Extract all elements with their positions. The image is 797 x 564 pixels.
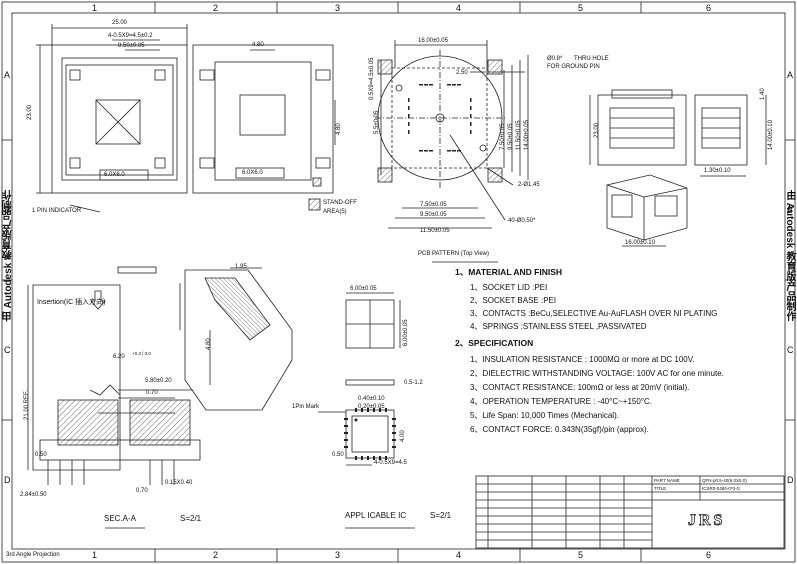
- col-label-2: 2: [213, 3, 219, 13]
- pcb-standoff: STAND-OFF: [323, 200, 357, 206]
- pcb-dim-9-50: 9.50±0.05: [420, 212, 447, 218]
- pcb-dim-v-1150: 11.50±0.05: [516, 120, 522, 150]
- spec-heading-material: 1、MATERIAL AND FINISH: [455, 267, 563, 277]
- right-watermark: 由 Autodesk 教育版产品制作: [784, 190, 795, 322]
- pcb-dim-040: 40-Ø0.50*: [508, 218, 536, 224]
- pcb-dim-16: 16.00±0.05: [418, 38, 448, 44]
- row-label-a-right: A: [787, 70, 794, 80]
- pcb-dim-7-50: 7.50±0.05: [420, 202, 447, 208]
- pcb-area: AREA(5): [323, 209, 347, 215]
- pcb-dim-11-50: 11.50±0.05: [420, 228, 450, 234]
- side-dim-1-40: 1.40: [760, 88, 766, 100]
- dim-4-80: 4.80: [252, 42, 264, 48]
- sec-dim-4-80: 4.80: [206, 338, 212, 350]
- sec-dim-21: 21.00 REF.: [24, 390, 30, 420]
- title-block-title-label: TITLE: [654, 486, 667, 491]
- sec-dim-6-20-tol: +0.3 / 0.0: [132, 351, 151, 356]
- projection-label: 3rd Angle Projection: [6, 552, 60, 558]
- col-label-5-bottom: 5: [578, 550, 584, 560]
- ic-dim-020: 0.20±0.05: [358, 404, 385, 410]
- side-dim-1-30: 1.30±0.10: [704, 168, 731, 174]
- title-block-part-label: PART NAME: [654, 478, 680, 483]
- ic-pin-mark: 1Pin Mark: [292, 404, 320, 410]
- ic-scale: S=2/1: [430, 511, 452, 520]
- spec-item: 4、OPERATION TEMPERATURE : -40°C~+150°C.: [470, 397, 653, 406]
- sec-insertion: Insertion(IC 插入方向): [37, 299, 106, 306]
- dim-4-80-side: 4.80: [336, 123, 342, 135]
- col-label-1-bottom: 1: [92, 550, 98, 560]
- ic-dim-6: 6.00±0.05: [350, 286, 377, 292]
- col-label-3-bottom: 3: [335, 550, 341, 560]
- pcb-title: PCB PATTERN (Top View): [418, 251, 490, 257]
- ic-label: APPL ICABLE IC: [345, 511, 407, 520]
- pcb-dim-v-1400: 14.00±0.05: [524, 120, 530, 150]
- dim-half: 8.50±0.05: [118, 43, 145, 49]
- sec-dim-0-70b: 0.70: [136, 488, 148, 494]
- pcb-hole-note-2: THRU HOLE: [574, 56, 609, 62]
- left-watermark: 由 Autodesk 教育版产品制作: [3, 190, 14, 322]
- ic-dim-05-12: 0.5-1.2: [404, 380, 423, 386]
- sec-dim-284: 2.84±0.50: [20, 492, 47, 498]
- dim-pitch: 4-0.5X9=4.5±0.2: [108, 33, 153, 39]
- pkg-label-right: 6.0X6.0: [242, 170, 263, 176]
- spec-material-item: 1、SOCKET LID :PEI: [470, 283, 548, 292]
- ic-dim-400: 4.00: [400, 430, 406, 442]
- dim-overall-width: 25.00: [112, 20, 128, 26]
- side-dim-23: 23.00: [594, 122, 600, 138]
- row-label-b: B: [4, 205, 11, 215]
- spec-material-item: 2、SOCKET BASE :PEI: [470, 296, 557, 305]
- title-block-part-value: QFN-p0.5-40(6.0X6.0): [702, 478, 747, 483]
- col-label-5: 5: [578, 3, 584, 13]
- spec-item: 6、CONTACT FORCE: 0.343N(35gf)/pin (appro…: [470, 425, 649, 434]
- side-dim-16: 16.00±0.10: [625, 240, 655, 246]
- spec-item: 1、INSULATION RESISTANCE : 1000MΩ or more…: [470, 355, 695, 364]
- sec-label: SEC.A-A: [104, 514, 137, 523]
- jrs-logo: JRS: [688, 512, 726, 530]
- pin1-indicator-label: 1 PIN INDICATOR: [32, 208, 82, 214]
- pcb-dim-pitch-v: 0.5X9=4.5±0.05: [369, 57, 375, 101]
- spec-item: 2、DIELECTRIC WITHSTANDING VOLTAGE: 100V …: [470, 369, 724, 378]
- pkg-label-left: 6.0X6.0: [104, 172, 125, 178]
- side-dim-14: 14.00±0.10: [768, 120, 774, 150]
- col-label-3: 3: [335, 3, 341, 13]
- sec-dim-015: 0.15X0.40: [165, 480, 193, 486]
- col-label-6: 6: [706, 3, 712, 13]
- row-label-a: A: [4, 70, 11, 80]
- col-label-1: 1: [92, 3, 98, 13]
- ic-dim-6v: 6.00±0.05: [403, 319, 409, 346]
- pcb-ground-note: FOR GROUND PIN: [547, 64, 600, 70]
- spec-material-item: 3、CONTACTS :BeCu,SELECTIVE Au-AuFLASH OV…: [470, 309, 718, 318]
- title-block-title-value: ICSR0-0484-0*0-G: [702, 486, 741, 491]
- sec-dim-0-50: 0.50: [35, 452, 47, 458]
- pcb-dim-2-50: 2.50: [456, 70, 468, 76]
- sec-dim-5-80: 5.80±0.20: [145, 378, 172, 384]
- pcb-dim-v-950: 9.50±0.05: [508, 123, 514, 150]
- ic-dim-pitch: 4-0.5X9=4.5: [374, 460, 407, 466]
- spec-item: 5、Life Span: 10,000 Times (Mechanical).: [470, 411, 619, 420]
- col-label-4-bottom: 4: [456, 550, 462, 560]
- sec-scale: S=2/1: [180, 514, 202, 523]
- col-label-6-bottom: 6: [706, 550, 712, 560]
- sec-dim-0-70: 0.70: [146, 390, 158, 396]
- col-label-4: 4: [456, 3, 462, 13]
- pcb-hole-note: Ø0.8*: [547, 56, 563, 62]
- sec-dim-6-20: 6.20: [113, 354, 125, 360]
- row-label-d-right: D: [787, 475, 794, 485]
- ic-dim-040: 0.40±0.10: [358, 396, 385, 402]
- row-label-d: D: [4, 475, 11, 485]
- sec-dim-1-95: 1.95: [235, 264, 247, 270]
- row-label-b-right: B: [787, 205, 794, 215]
- ic-dim-050: 0.50: [332, 452, 344, 458]
- row-label-c-right: C: [787, 345, 794, 355]
- pcb-dim-v-750: 7.50±0.05: [500, 123, 506, 150]
- col-label-2-bottom: 2: [213, 550, 219, 560]
- pcb-dim-145: 2-Ø1.45: [518, 182, 540, 188]
- spec-heading-specification: 2、SPECIFICATION: [455, 338, 534, 348]
- spec-material-item: 4、SPRINGS :STAINLESS STEEL ,PASSIVATED: [470, 322, 647, 331]
- spec-item: 3、CONTACT RESISTANCE: 100mΩ or less at 2…: [470, 383, 690, 392]
- row-label-c: C: [4, 345, 11, 355]
- dim-height: 23.00: [27, 104, 33, 120]
- pcb-dim-5-5: 5.5±0.05: [374, 110, 380, 134]
